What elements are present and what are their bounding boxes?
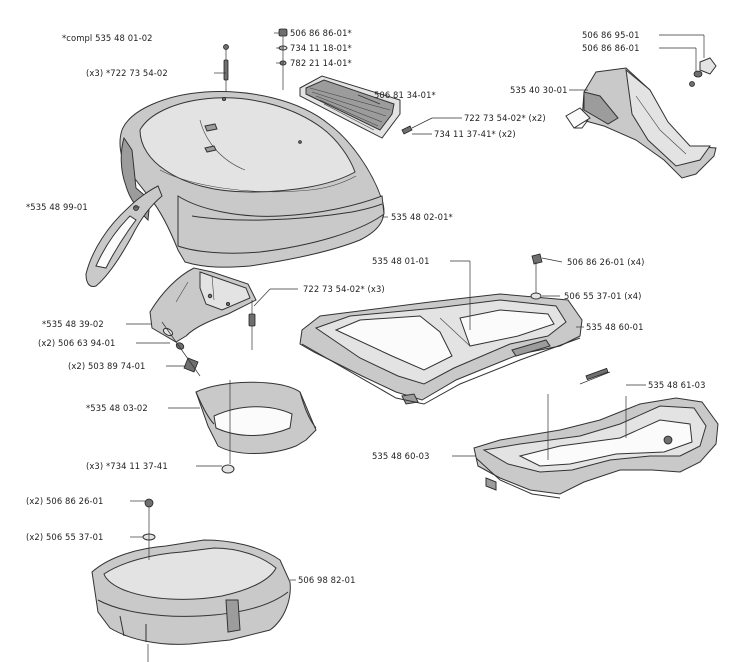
front-cup [195,381,317,454]
label-722-73-54-02-x2: 722 73 54-02* (x2) [464,113,546,123]
shroud-pin [248,300,256,350]
label-734-11-18-01: 734 11 18-01* [290,43,352,53]
cup-nut [221,464,235,474]
bulb-hardware [689,57,717,87]
label-506-55-37-01-x4: 506 55 37-01 (x4) [564,291,641,301]
label-535-48-39-02: *535 48 39-02 [42,319,104,329]
label-535-48-61-03: 535 48 61-03 [648,380,706,390]
label-722-73-54-02-x3: 722 73 54-02* (x3) [303,284,385,294]
top-hardware-stack [278,28,288,90]
label-535-48-01-01: 535 48 01-01 [372,256,430,266]
header-note: *compl 535 48 01-02 [62,33,153,43]
seat-box [91,539,291,662]
part-labels: 506 86 86-01* 734 11 18-01* 782 21 14-01… [26,28,706,585]
label-506-86-26-01-x4: 506 86 26-01 (x4) [567,257,644,267]
label-734-11-37-41-x2: 734 11 37-41* (x2) [434,129,516,139]
label-782-21-14-01: 782 21 14-01* [290,58,352,68]
label-506-86-95-01: 506 86 95-01 [582,30,640,40]
label-535-48-02-01: 535 48 02-01* [391,212,453,222]
label-506-86-86-01-star: 506 86 86-01* [290,28,352,38]
label-535-48-60-01: 535 48 60-01 [586,322,644,332]
label-535-40-30-01: 535 40 30-01 [510,85,568,95]
pan-pin [530,253,563,300]
lower-shroud [149,267,257,343]
label-535-48-99-01: *535 48 99-01 [26,202,88,212]
hood-screw [223,44,229,92]
fender-rod [547,367,627,460]
floor-pan [299,293,583,405]
leader-lines [126,32,705,581]
dash-guard [565,67,717,179]
grille-screws [401,117,462,135]
label-506-86-26-01-x2: (x2) 506 86 26-01 [26,496,103,506]
label-506-86-86-01: 506 86 86-01 [582,43,640,53]
label-506-63-94-01-x2: (x2) 506 63 94-01 [38,338,115,348]
label-535-48-60-03: 535 48 60-03 [372,451,430,461]
grille-filter [299,75,401,139]
label-722-73-54-02-x3-top: (x3) *722 73 54-02 [86,68,168,78]
label-503-89-74-01-x2: (x2) 503 89 74-01 [68,361,145,371]
rear-fender [473,397,719,499]
hood-assembly [85,91,385,287]
label-734-11-37-41-x3: (x3) *734 11 37-41 [86,461,168,471]
lower-left-hardware [161,321,201,377]
label-506-98-82-01: 506 98 82-01 [298,575,356,585]
label-506-81-34-01: 506 81 34-01* [374,90,436,100]
label-506-55-37-01-x2: (x2) 506 55 37-01 [26,532,103,542]
label-535-48-03-02: *535 48 03-02 [86,403,148,413]
